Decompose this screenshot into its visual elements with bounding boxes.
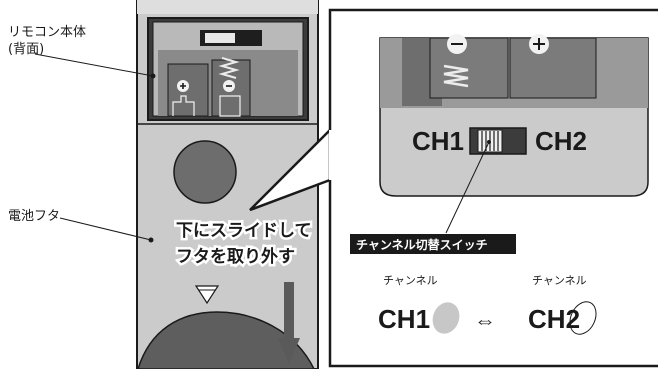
round-button-icon <box>173 140 237 204</box>
remote-body-sublabel: (背面) <box>8 42 44 57</box>
svg-text:フタを取り外す: フタを取り外す <box>176 246 295 267</box>
remote-body-label: リモコン本体 <box>8 25 86 40</box>
spring-icon <box>218 57 240 79</box>
switch-ch2-label: CH2 <box>535 126 587 156</box>
switch-ch1-label: CH1 <box>412 126 464 156</box>
plus-terminal-icon <box>172 80 195 116</box>
zoom-spring-icon <box>443 64 469 88</box>
ch2-caption: チャンネル <box>532 274 587 287</box>
minus-terminal-icon <box>219 80 241 117</box>
remote-body <box>136 0 319 369</box>
ch1-caption: チャンネル <box>383 274 438 287</box>
ch1-value: CH1 <box>378 304 430 334</box>
zoom-minus-icon <box>447 34 467 54</box>
channel-switch <box>469 127 527 155</box>
leader-lines <box>34 53 156 243</box>
instruction-text: 下にスライドして フタを取り外す <box>174 219 315 270</box>
switch-name-tag: チャンネル切替スイッチ <box>350 234 516 254</box>
svg-text:下にスライドして: 下にスライドして <box>176 221 312 241</box>
callout-panel: CH1 CH2 チャンネル切替スイッチ チャンネル CH1 ⇔ チャンネル <box>249 8 658 368</box>
channel-mapping: チャンネル CH1 ⇔ チャンネル CH2 <box>378 274 597 335</box>
slide-down-arrow-icon <box>278 282 300 364</box>
slide-down-triangle-icon <box>194 285 220 305</box>
ch2-value: CH2 <box>528 304 580 334</box>
zoom-plus-icon <box>529 34 549 54</box>
zoomed-remote: CH1 CH2 <box>379 34 649 197</box>
bidirectional-arrow-icon: ⇔ <box>474 308 496 333</box>
battery-cover-label: 電池フタ <box>8 209 60 224</box>
svg-text:チャンネル切替スイッチ: チャンネル切替スイッチ <box>356 237 488 252</box>
